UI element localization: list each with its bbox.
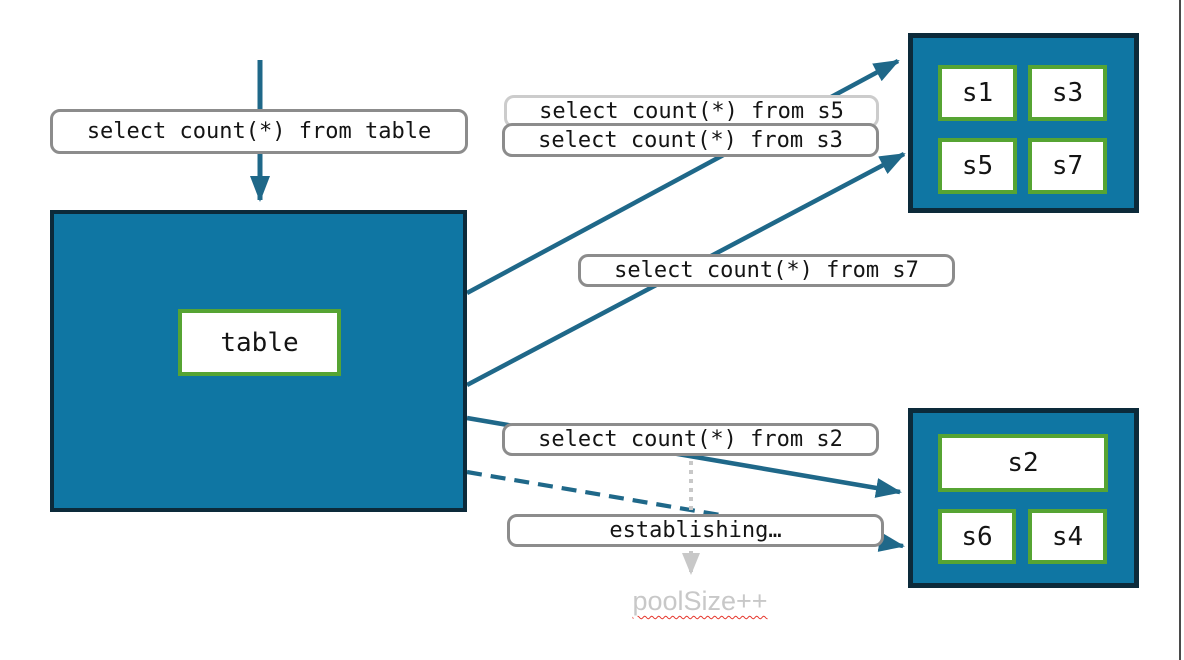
table-box: table [50, 210, 467, 512]
pool-box-top: s1 s3 s5 s7 [908, 33, 1139, 213]
slide-edge-line [1179, 0, 1181, 660]
label-establishing: establishing… [507, 514, 884, 547]
pool-slot-s2: s2 [938, 434, 1108, 492]
label-s5-query: select count(*) from s5 [504, 95, 879, 128]
pool-slot-s6: s6 [938, 509, 1016, 564]
table-slot: table [178, 309, 341, 376]
label-s2-query: select count(*) from s2 [502, 423, 879, 456]
poolsize-annotation: poolSize++ [632, 586, 768, 616]
pool-slot-s7: s7 [1028, 138, 1107, 194]
pool-slot-s1: s1 [938, 65, 1017, 121]
pool-slot-s3: s3 [1028, 65, 1107, 121]
label-s7-query: select count(*) from s7 [578, 254, 955, 287]
pool-box-bottom: s2 s6 s4 [908, 408, 1139, 588]
label-table-query: select count(*) from table [50, 109, 468, 154]
pool-slot-s4: s4 [1028, 509, 1107, 564]
label-s3-query: select count(*) from s3 [502, 123, 879, 157]
pool-slot-s5: s5 [938, 138, 1017, 194]
